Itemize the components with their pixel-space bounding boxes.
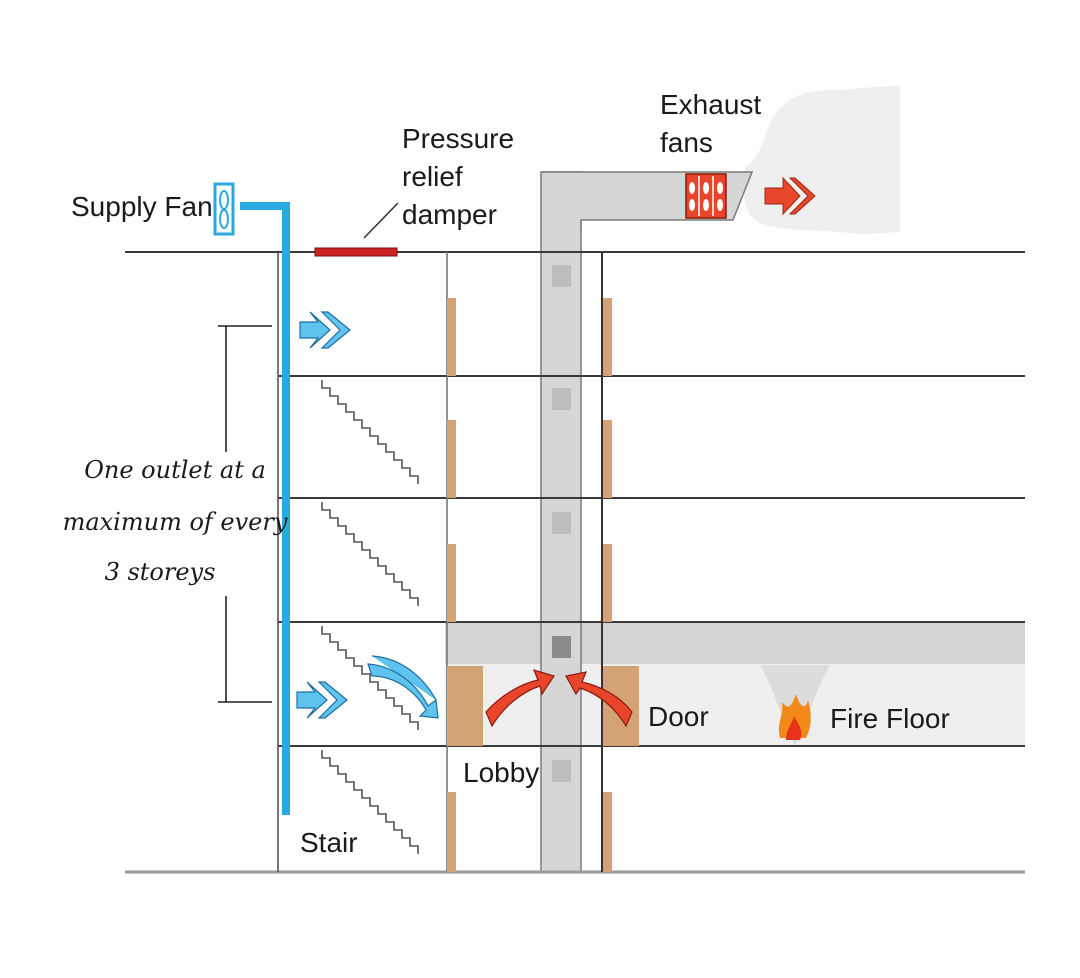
exhaust-fans-label-line2: fans [660,127,713,158]
fire-icon [778,694,811,740]
exhaust-fans-icon [685,173,727,219]
lobby-label: Lobby [463,757,539,788]
doors-closed [447,298,612,872]
shaft-vent [552,265,571,287]
shaft-vent [552,388,571,410]
shaft-vent [552,512,571,534]
shaft-vent [552,760,571,782]
exhaust-shaft [540,171,754,873]
floor-lines [125,251,1025,874]
exhaust-air-arrows [485,669,633,728]
supply-air-arrows [296,311,439,719]
pressure-relief-damper [314,247,398,257]
corridor-ceiling-smoke [445,622,1025,664]
exhaust-smoke-plume [743,86,900,234]
supply-fan-label: Supply Fan [71,191,213,222]
exhaust-fans-label-line1: Exhaust [660,89,761,120]
outlet-note-line2: maximum of every [63,508,288,536]
pressure-relief-damper-label-line1: Pressure [402,123,514,154]
shaft-vent-open [552,636,571,658]
stair-label: Stair [300,827,358,858]
damper-leader-line [363,202,399,239]
door-label: Door [648,701,709,732]
outlet-spacing-bracket [218,325,272,703]
exhaust-arrow [764,176,816,216]
supply-air-duct [240,202,290,815]
outlet-note-line3: 3 storeys [105,558,216,586]
outlet-note-line1: One outlet at a [84,456,266,484]
pressure-relief-damper-label-line3: damper [402,199,497,230]
supply-fan-icon [213,182,235,236]
pressure-relief-damper-label-line2: relief [402,161,463,192]
stair-flights [321,380,419,854]
fire-floor-label: Fire Floor [830,703,950,734]
